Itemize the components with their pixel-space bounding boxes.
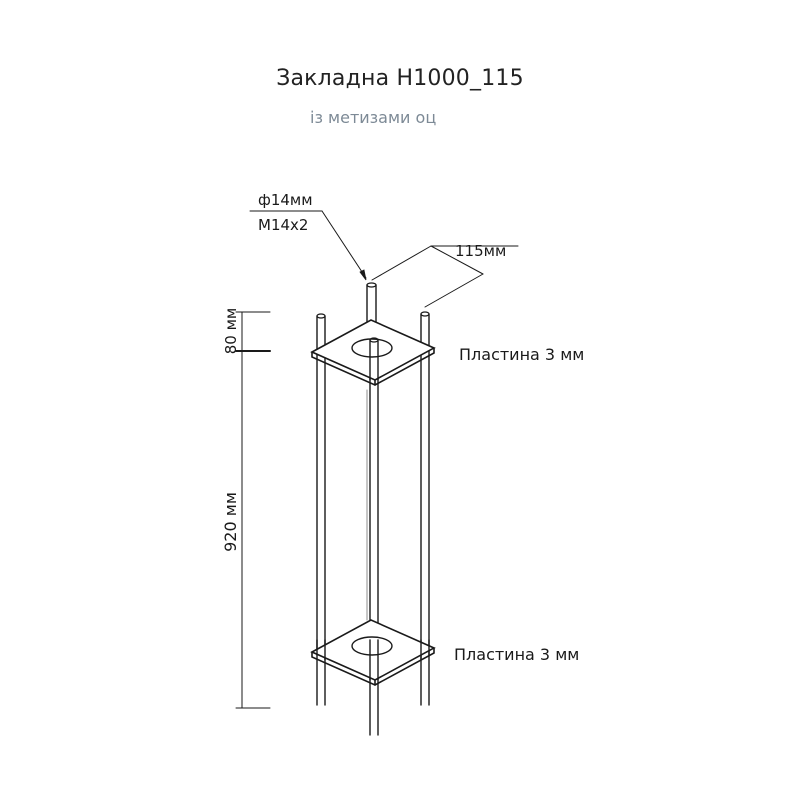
body-height-label: 920 мм bbox=[221, 492, 240, 552]
top-plate bbox=[310, 319, 436, 386]
diameter-leader bbox=[249, 210, 367, 281]
bottom-plate bbox=[310, 619, 436, 686]
spacing-label: 115мм bbox=[455, 242, 506, 260]
spacing-dimension bbox=[371, 245, 519, 308]
plate-top-label: Пластина 3 мм bbox=[459, 345, 584, 364]
rod-diameter-label: ф14мм bbox=[258, 191, 313, 209]
top-offset-label: 80 мм bbox=[222, 308, 240, 355]
height-dimension bbox=[235, 311, 271, 709]
thread-label: М14х2 bbox=[258, 216, 308, 234]
drawing-subtitle: із метизами оц bbox=[310, 108, 437, 127]
drawing-title: Закладна Н1000_115 bbox=[276, 66, 524, 91]
plate-bottom-label: Пластина 3 мм bbox=[454, 645, 579, 664]
